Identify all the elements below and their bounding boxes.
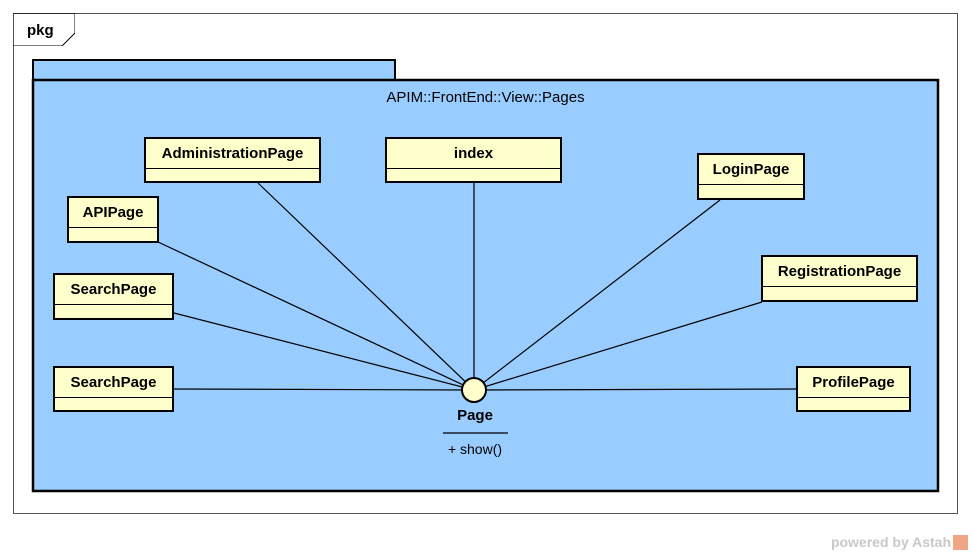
class-registration-page[interactable]: RegistrationPage [761,255,918,302]
class-login-page[interactable]: LoginPage [697,153,805,200]
class-index[interactable]: index [385,137,562,183]
class-name: SearchPage [55,368,172,398]
link-api [157,241,475,391]
class-api-page[interactable]: APIPage [67,196,159,243]
link-search2 [173,388,475,391]
class-name: APIPage [69,198,157,228]
link-administration [257,182,475,391]
link-login [473,199,721,391]
class-name: LoginPage [699,155,803,185]
class-administration-page[interactable]: AdministrationPage [144,137,321,183]
class-search-page[interactable]: SearchPage [53,273,174,320]
package-name: APIM::FrontEnd::View::Pages [386,89,585,106]
interface-operation: + show() [447,441,503,457]
link-profile [473,388,797,391]
class-name: ProfilePage [798,368,909,398]
interface-circle [461,377,487,403]
class-name: SearchPage [55,275,172,305]
frame-label: pkg [27,22,54,39]
link-search1 [173,312,475,391]
astah-logo-icon [953,534,968,550]
class-name: RegistrationPage [763,257,916,287]
footer: powered by Astah [831,534,968,550]
footer-text: powered by Astah [830,534,951,550]
interface-name: Page [457,407,493,424]
class-name: AdministrationPage [146,139,319,169]
link-registration [473,301,763,391]
class-search-page-2[interactable]: SearchPage [53,366,174,412]
class-name: index [387,139,560,169]
class-profile-page[interactable]: ProfilePage [796,366,911,412]
package-tab [32,59,396,81]
